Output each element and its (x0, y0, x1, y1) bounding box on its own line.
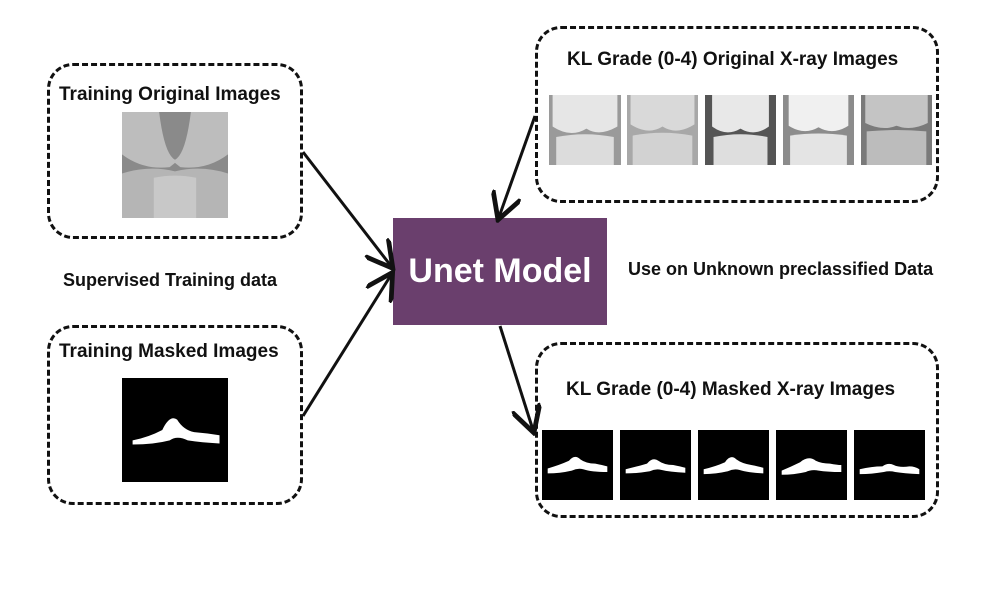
kl-masked-image-0 (542, 430, 613, 500)
training-masked-box (47, 325, 303, 505)
kl-masked-image-4 (854, 430, 925, 500)
arrow-original-to-model (301, 151, 391, 266)
training-original-image (122, 112, 228, 218)
training-masked-image (122, 378, 228, 482)
kl-masked-title: KL Grade (0-4) Masked X-ray Images (566, 379, 896, 400)
arrow-kl-original-to-model (499, 115, 537, 217)
kl-masked-image-2 (698, 430, 769, 500)
kl-masked-image-3 (776, 430, 847, 500)
training-original-title: Training Original Images (59, 84, 281, 105)
kl-original-title: KL Grade (0-4) Original X-ray Images (567, 49, 899, 70)
unet-model-box: Unet Model (393, 218, 607, 325)
kl-original-image-1 (627, 95, 698, 165)
training-original-box (47, 63, 303, 239)
arrow-masked-to-model (301, 275, 391, 417)
kl-original-box (535, 26, 939, 203)
arrow-model-to-kl-masked (498, 325, 533, 430)
kl-original-image-4 (861, 95, 932, 165)
kl-masked-image-1 (620, 430, 691, 500)
unknown-data-label: Use on Unknown preclassified Data (628, 259, 934, 279)
kl-original-image-0 (549, 95, 621, 165)
kl-original-image-2 (705, 95, 776, 165)
supervised-training-label: Supervised Training data (63, 270, 278, 290)
kl-original-image-3 (783, 95, 854, 165)
training-masked-title: Training Masked Images (59, 341, 279, 362)
